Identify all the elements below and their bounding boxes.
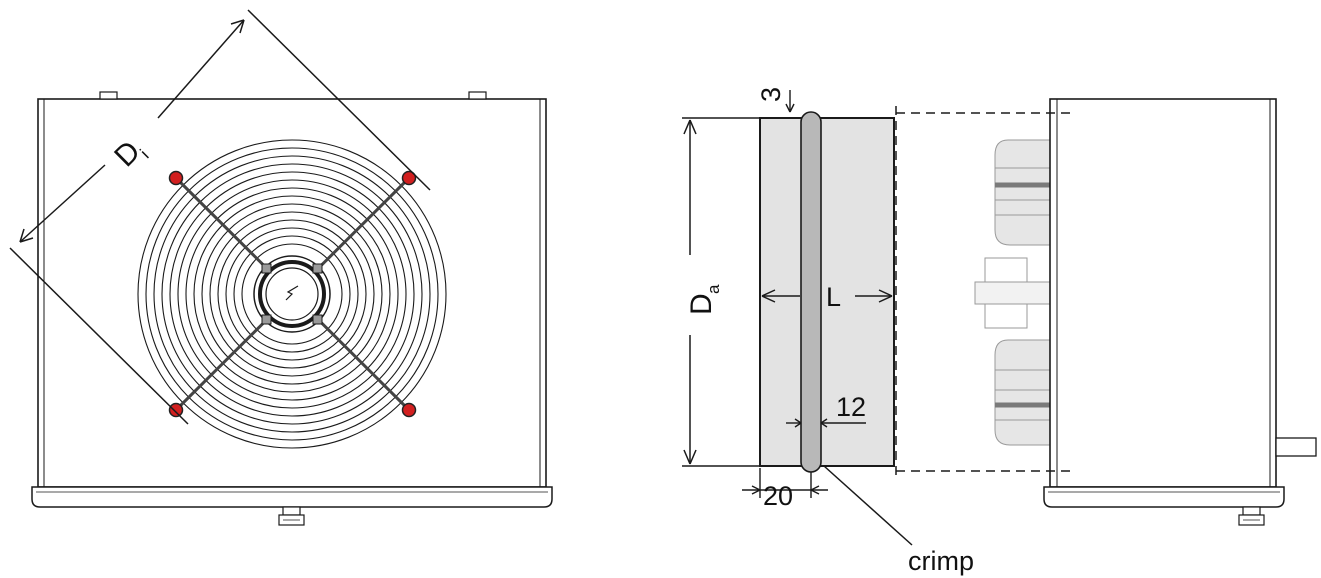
guard-ring (145, 147, 439, 441)
guard-ring (153, 155, 431, 433)
dim-12-label: 12 (836, 392, 866, 422)
guard-ring (241, 243, 343, 345)
mounting-bolts (168, 170, 417, 418)
length-dimension (761, 289, 893, 303)
guard-ring (193, 195, 391, 393)
dim-20-label: 20 (763, 481, 793, 511)
front-view: D i (9, 9, 553, 526)
side-view (974, 98, 1317, 526)
bolt-bottom-right (401, 402, 417, 418)
dim-20-dimension (742, 468, 828, 498)
sleeve-section: D a L 3 12 (682, 87, 1072, 576)
guard-ring (201, 203, 383, 385)
da-main-text: D (685, 293, 718, 315)
guard-ring (137, 139, 447, 449)
crimp-label: crimp (908, 546, 974, 576)
da-sub-text: a (704, 284, 723, 294)
guard-ring (169, 171, 415, 417)
sleeve-body (759, 117, 895, 467)
guard-ring (185, 187, 399, 401)
dim-3-dimension (785, 90, 795, 113)
bolt-bottom-left (168, 402, 184, 418)
fan-guard (137, 139, 447, 449)
guard-ring (161, 163, 423, 425)
projection-lines (895, 106, 1072, 480)
fan-ghost (974, 139, 1051, 446)
dim-3-label: 3 (756, 87, 786, 102)
guard-ring (225, 227, 359, 361)
bolt-top-right (401, 170, 417, 186)
bolt-top-left (168, 170, 184, 186)
crimp-bead (800, 111, 822, 473)
guard-ring (209, 211, 375, 377)
inner-diameter-dimension (9, 9, 431, 425)
length-label: L (826, 282, 841, 312)
guard-ring (217, 219, 367, 369)
outer-diameter-dimension (682, 117, 760, 467)
side-housing (1043, 98, 1317, 526)
crimp-leader (823, 465, 913, 546)
fan-hub (253, 255, 331, 333)
outer-diameter-label: D a (685, 284, 723, 315)
dim-12-dimension (786, 418, 866, 428)
guard-ring (177, 179, 407, 409)
guard-ring (233, 235, 351, 353)
